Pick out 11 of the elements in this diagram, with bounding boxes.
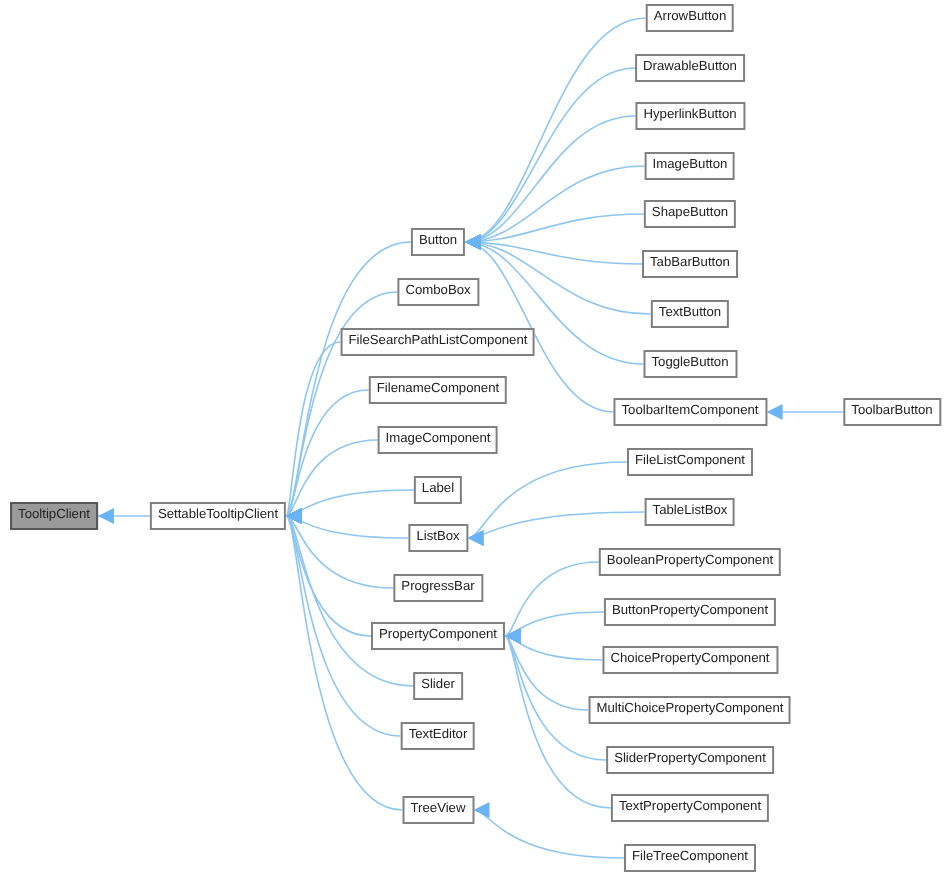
inheritance-arrow xyxy=(466,511,646,545)
inheritance-arrow xyxy=(97,508,151,524)
inheritance-arrow xyxy=(285,515,414,687)
inheritance-arrow xyxy=(285,439,379,517)
inheritance-arrow xyxy=(285,515,402,737)
inheritance-arrow xyxy=(285,515,395,589)
inheritance-arrow xyxy=(765,404,845,420)
inheritance-arrow xyxy=(472,805,625,859)
inheritance-arrow xyxy=(504,561,600,637)
inheritance-arrow xyxy=(285,341,342,517)
inheritance-arrow xyxy=(466,461,628,541)
